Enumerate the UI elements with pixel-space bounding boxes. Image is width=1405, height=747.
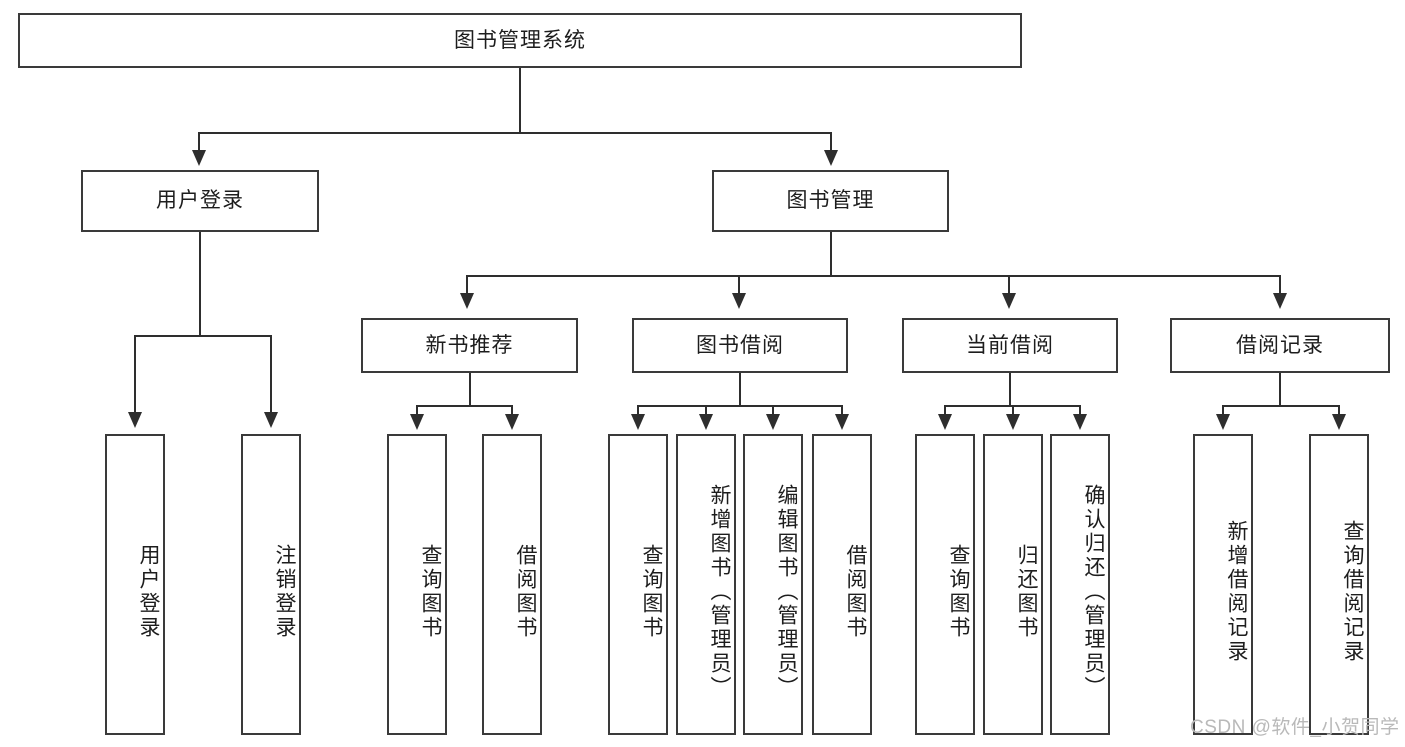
edge-nbr-stem	[469, 373, 471, 406]
edge-root-to-book-management	[830, 132, 832, 153]
edge-nbr-leaf-2	[511, 405, 513, 416]
leaf-edit-book-admin[interactable]: 编辑图书（管理员）	[743, 434, 803, 735]
arrow-bb-leaf-2	[699, 414, 713, 430]
leaf-query-book-borrow[interactable]: 查询图书	[608, 434, 668, 735]
edge-br-leaf-2	[1338, 405, 1340, 416]
edge-nbr-bus	[416, 405, 513, 407]
edge-bm-to-current-borrow	[1008, 275, 1010, 296]
edge-cb-leaf-3	[1079, 405, 1081, 416]
arrow-root-to-book-management	[824, 150, 838, 166]
edge-user-login-leaf-2	[270, 335, 272, 414]
edge-user-login-bus	[134, 335, 272, 337]
arrow-bm-to-book-borrow	[732, 293, 746, 309]
leaf-return-book[interactable]: 归还图书	[983, 434, 1043, 735]
edge-cb-leaf-2	[1012, 405, 1014, 416]
node-borrow-record[interactable]: 借阅记录	[1170, 318, 1390, 373]
arrow-bm-to-current-borrow	[1002, 293, 1016, 309]
arrow-bm-to-borrow-record	[1273, 293, 1287, 309]
edge-bb-bus	[637, 405, 843, 407]
edge-br-bus	[1222, 405, 1340, 407]
leaf-logout-login[interactable]: 注销登录	[241, 434, 301, 735]
leaf-query-borrow-record[interactable]: 查询借阅记录	[1309, 434, 1369, 735]
edge-br-leaf-1	[1222, 405, 1224, 416]
edge-cb-stem	[1009, 373, 1011, 406]
leaf-borrow-book-recommend[interactable]: 借阅图书	[482, 434, 542, 735]
arrow-bm-to-new-book-recommend	[460, 293, 474, 309]
arrow-br-leaf-1	[1216, 414, 1230, 430]
leaf-query-book-recommend[interactable]: 查询图书	[387, 434, 447, 735]
leaf-add-borrow-record[interactable]: 新增借阅记录	[1193, 434, 1253, 735]
arrow-cb-leaf-2	[1006, 414, 1020, 430]
edge-bb-leaf-1	[637, 405, 639, 416]
edge-root-stem	[519, 68, 521, 133]
node-new-book-recommend[interactable]: 新书推荐	[361, 318, 578, 373]
node-book-borrow[interactable]: 图书借阅	[632, 318, 848, 373]
leaf-add-book-admin[interactable]: 新增图书（管理员）	[676, 434, 736, 735]
edge-user-login-stem	[199, 232, 201, 336]
leaf-user-login[interactable]: 用户登录	[105, 434, 165, 735]
arrow-cb-leaf-3	[1073, 414, 1087, 430]
arrow-nbr-leaf-1	[410, 414, 424, 430]
edge-bm-to-book-borrow	[738, 275, 740, 296]
edge-br-stem	[1279, 373, 1281, 406]
arrow-root-to-user-login	[192, 150, 206, 166]
edge-bb-leaf-3	[772, 405, 774, 416]
leaf-borrow-book-borrow[interactable]: 借阅图书	[812, 434, 872, 735]
node-user-login[interactable]: 用户登录	[81, 170, 319, 232]
arrow-bb-leaf-4	[835, 414, 849, 430]
arrow-bb-leaf-1	[631, 414, 645, 430]
node-book-management[interactable]: 图书管理	[712, 170, 949, 232]
arrow-user-login-leaf-1	[128, 412, 142, 428]
csdn-watermark: CSDN @软件_小贺同学	[1190, 717, 1400, 738]
edge-root-to-user-login	[198, 132, 200, 153]
edge-bb-leaf-4	[841, 405, 843, 416]
edge-book-management-bus	[466, 275, 1281, 277]
edge-bb-stem	[739, 373, 741, 406]
leaf-confirm-return-admin[interactable]: 确认归还（管理员）	[1050, 434, 1110, 735]
edge-root-bus	[198, 132, 832, 134]
edge-bm-to-new-book-recommend	[466, 275, 468, 296]
node-current-borrow[interactable]: 当前借阅	[902, 318, 1118, 373]
arrow-nbr-leaf-2	[505, 414, 519, 430]
edge-user-login-leaf-1	[134, 335, 136, 414]
arrow-br-leaf-2	[1332, 414, 1346, 430]
node-root-book-management-system[interactable]: 图书管理系统	[18, 13, 1022, 68]
arrow-bb-leaf-3	[766, 414, 780, 430]
edge-cb-leaf-1	[944, 405, 946, 416]
leaf-query-book-current[interactable]: 查询图书	[915, 434, 975, 735]
arrow-user-login-leaf-2	[264, 412, 278, 428]
arrow-cb-leaf-1	[938, 414, 952, 430]
edge-book-management-stem	[830, 232, 832, 276]
edge-bb-leaf-2	[705, 405, 707, 416]
edge-bm-to-borrow-record	[1279, 275, 1281, 296]
edge-nbr-leaf-1	[416, 405, 418, 416]
